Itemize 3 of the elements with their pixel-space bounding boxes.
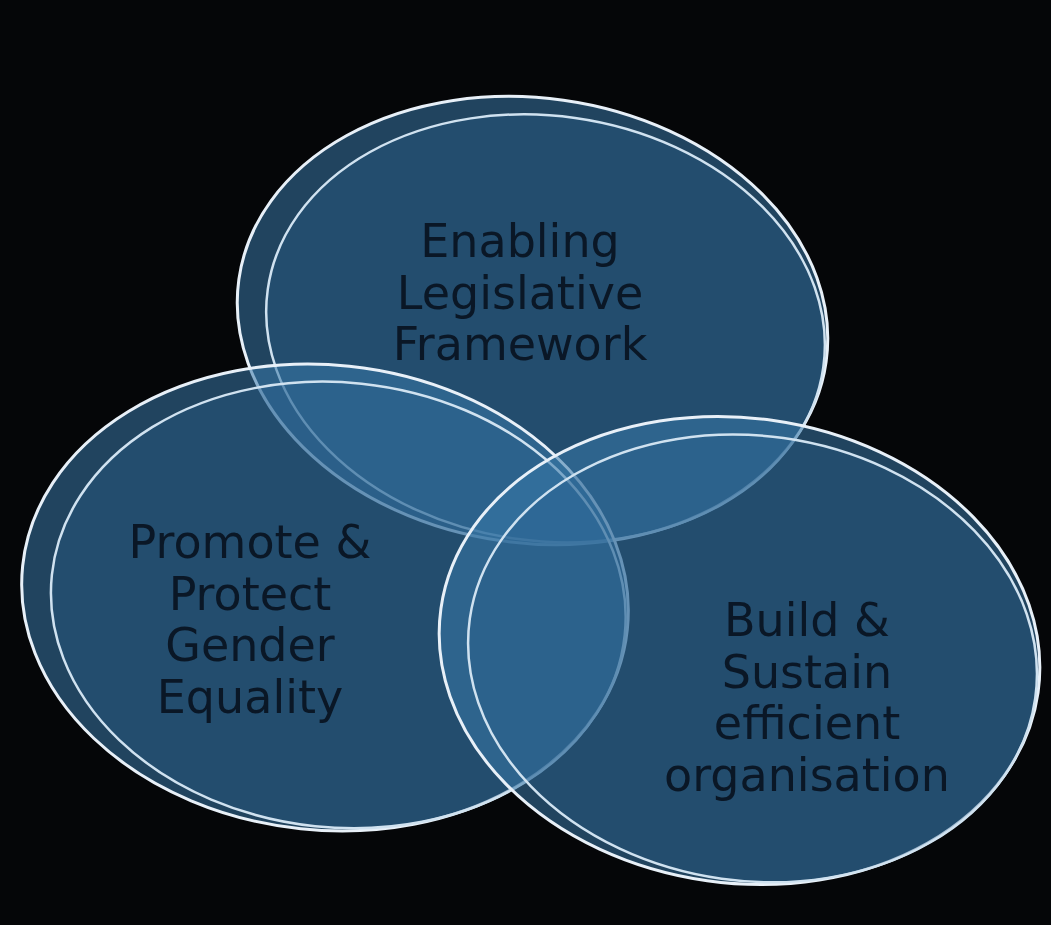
ellipse-label: Enabling Legislative Framework	[391, 215, 649, 371]
ellipse-label: Promote & Protect Gender Equality	[127, 516, 373, 724]
ellipse-label: Build & Sustain efficient organisation	[663, 594, 951, 802]
